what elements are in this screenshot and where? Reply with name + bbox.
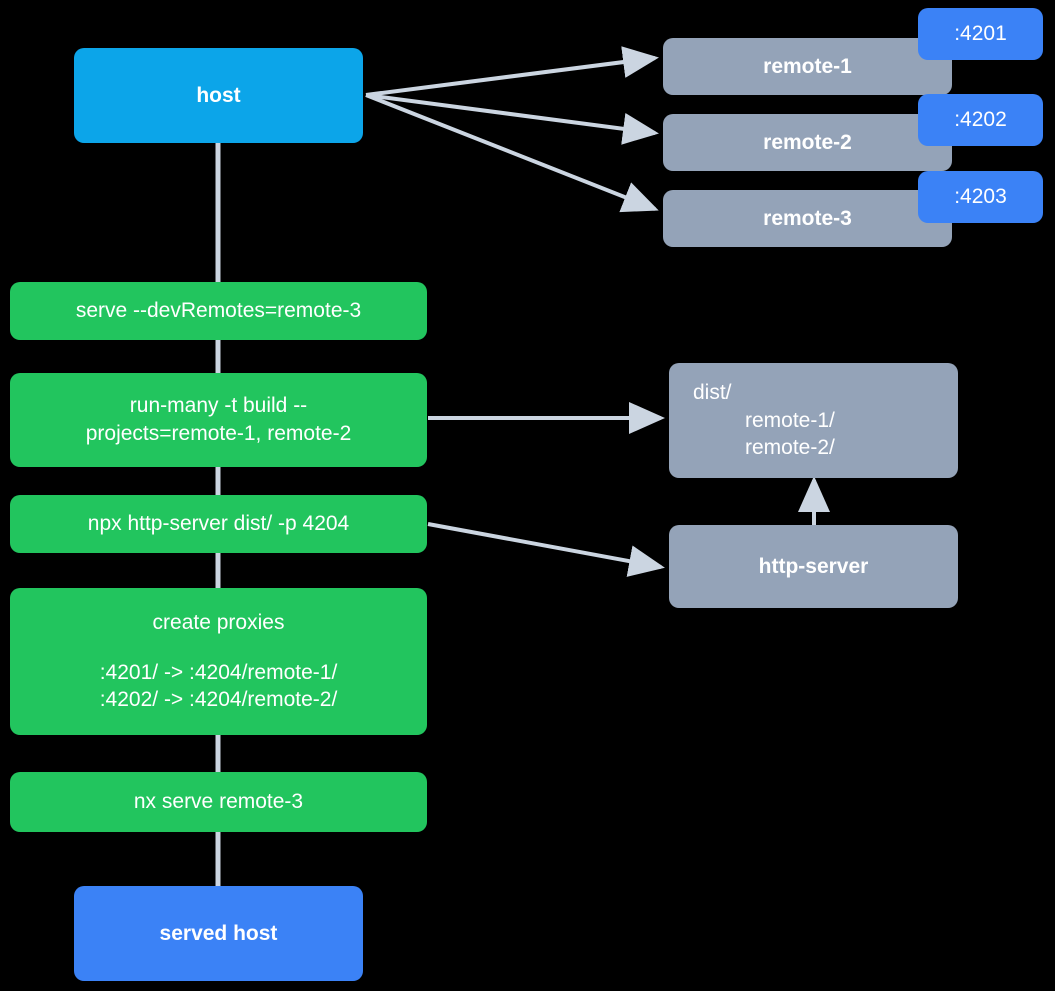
node-http-server-label: http-server <box>758 554 869 578</box>
node-served-host-label: served host <box>159 921 278 945</box>
port-badge-remote-1-label: :4201 <box>954 22 1007 45</box>
node-run-many-line-1: run-many -t build -- <box>129 394 308 418</box>
node-run-many[interactable]: run-many -t build -- projects=remote-1, … <box>10 373 427 467</box>
node-remote-3[interactable]: remote-3 <box>663 190 952 247</box>
node-remote-2-label: remote-2 <box>763 130 852 154</box>
node-served-host[interactable]: served host <box>74 886 363 981</box>
node-remote-2[interactable]: remote-2 <box>663 114 952 171</box>
node-serve-dev-remotes-label: serve --devRemotes=remote-3 <box>75 299 362 323</box>
node-create-proxies[interactable]: create proxies :4201/ -> :4204/remote-1/… <box>10 588 427 735</box>
node-http-server[interactable]: http-server <box>669 525 958 608</box>
node-create-proxies-mapping-1: :4201/ -> :4204/remote-1/ <box>99 660 338 684</box>
node-remote-3-label: remote-3 <box>763 206 852 230</box>
edge-host-to-remote-1 <box>365 46 659 97</box>
node-create-proxies-mapping-2: :4202/ -> :4204/remote-2/ <box>99 688 338 712</box>
node-dist-dir-line-1: dist/ <box>693 380 732 404</box>
node-create-proxies-title: create proxies <box>152 610 285 634</box>
edge-host-to-remote-3 <box>365 93 659 213</box>
node-nx-serve-remote-3-label: nx serve remote-3 <box>133 790 304 814</box>
edge-npx-http-server-to-http-server <box>427 522 665 577</box>
port-badge-remote-2-label: :4202 <box>954 108 1007 131</box>
port-badge-remote-3: :4203 <box>918 171 1043 223</box>
node-run-many-line-2: projects=remote-1, remote-2 <box>85 422 352 445</box>
node-host-label: host <box>196 83 241 107</box>
node-remote-1[interactable]: remote-1 <box>663 38 952 95</box>
node-npx-http-server[interactable]: npx http-server dist/ -p 4204 <box>10 495 427 553</box>
node-dist-dir-line-2: remote-1/ <box>745 408 835 432</box>
node-nx-serve-remote-3[interactable]: nx serve remote-3 <box>10 772 427 832</box>
edge-host-to-remote-2 <box>365 93 659 145</box>
node-serve-dev-remotes[interactable]: serve --devRemotes=remote-3 <box>10 282 427 340</box>
node-host[interactable]: host <box>74 48 363 143</box>
port-badge-remote-1: :4201 <box>918 8 1043 60</box>
node-dist-dir[interactable]: dist/ remote-1/ remote-2/ <box>669 363 958 478</box>
port-badge-remote-3-label: :4203 <box>954 185 1007 208</box>
node-npx-http-server-label: npx http-server dist/ -p 4204 <box>87 512 350 536</box>
node-remote-1-label: remote-1 <box>763 54 852 78</box>
node-dist-dir-line-3: remote-2/ <box>745 436 835 460</box>
port-badge-remote-2: :4202 <box>918 94 1043 146</box>
